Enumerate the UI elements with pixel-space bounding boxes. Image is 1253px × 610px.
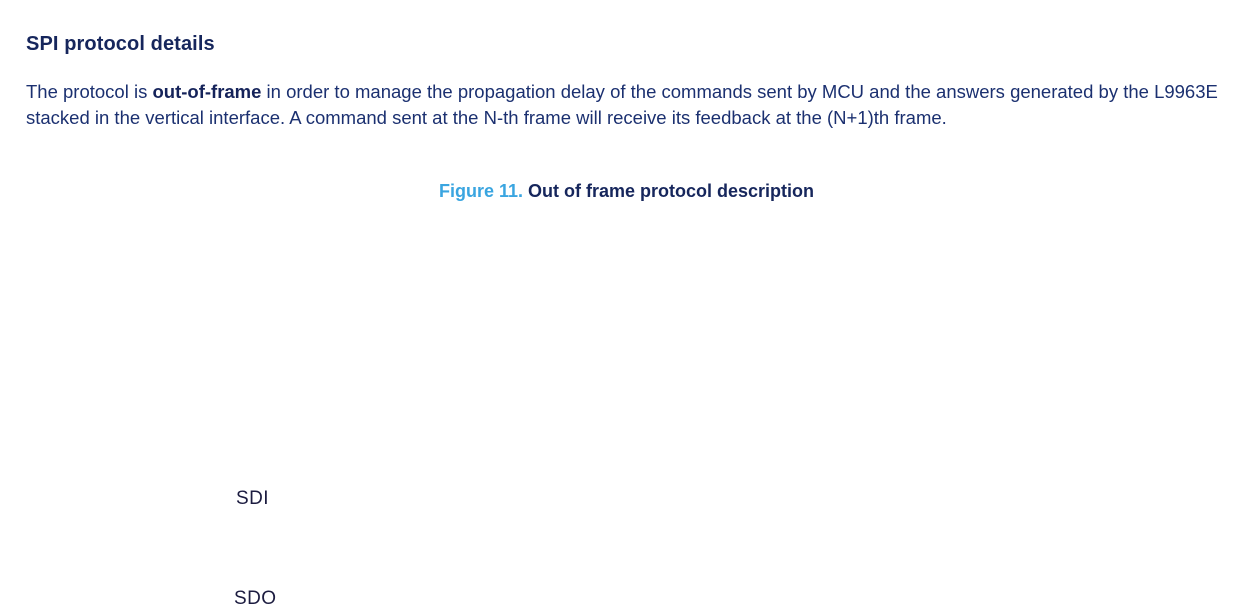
body-paragraph: The protocol is out-of-frame in order to… [26, 79, 1239, 131]
figure-number: Figure 11. [438, 181, 523, 201]
signal-label-sdi: SDI [236, 488, 269, 509]
figure-caption: Figure 11. Out of frame protocol descrip… [0, 181, 1253, 202]
paragraph-run: in order to manage the propagation delay… [26, 80, 1218, 128]
paragraph-run: The protocol is [26, 80, 153, 102]
figure-title: Out of frame protocol description [528, 181, 815, 201]
timing-waveform-svg: frame Aframe Bframe C(previousresponse )… [0, 225, 1253, 435]
paragraph-emphasis: out-of-frame [152, 80, 262, 102]
page-title: SPI protocol details [26, 32, 215, 55]
document-page: SPI protocol details The protocol is out… [0, 32, 1253, 609]
figure-diagram: SDI SDO frame Aframe Bframe C(previousre… [0, 225, 1253, 609]
signal-label-sdo: SDO [234, 588, 277, 609]
